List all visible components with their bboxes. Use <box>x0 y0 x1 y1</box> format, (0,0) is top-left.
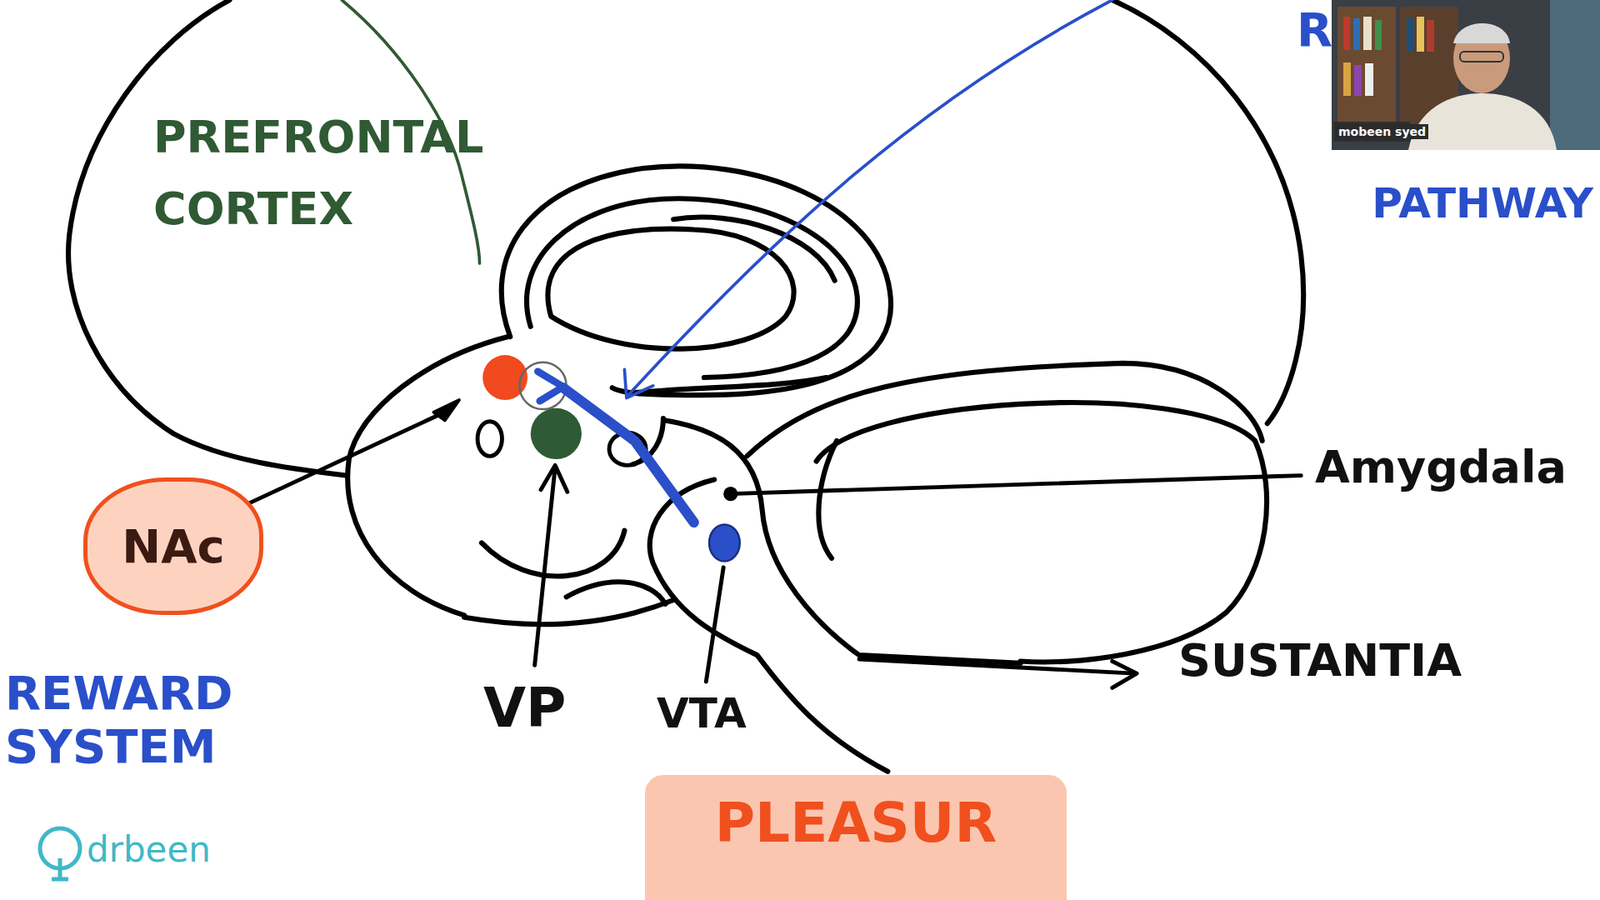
forebrain-base <box>464 600 674 625</box>
person-sweater <box>1408 93 1557 150</box>
region-label: PREFRONTAL CORTEX <box>153 101 504 246</box>
book <box>1416 16 1425 52</box>
limbic-loop <box>673 217 835 281</box>
leader-line <box>859 659 1135 674</box>
mesolimbic-pathway <box>563 387 695 523</box>
node-text: NAc <box>121 519 225 574</box>
person-head <box>1453 23 1510 94</box>
bookshelf <box>1337 6 1396 124</box>
limbic-loop <box>526 198 858 378</box>
window-light <box>1550 0 1600 150</box>
small-structure <box>477 421 502 457</box>
pathway-arrowhead <box>624 369 653 398</box>
section-heading: REWARD SYSTEM <box>5 666 247 775</box>
book <box>1365 63 1374 96</box>
limbic-loop <box>501 165 891 395</box>
book <box>1354 65 1362 96</box>
heading-fragment: R <box>1296 3 1333 57</box>
highlight-box: PLEASUR <box>645 775 1067 900</box>
person-hair <box>1453 23 1510 44</box>
hypothalamus-arc <box>566 581 666 605</box>
book <box>1375 20 1382 50</box>
thalamus-shape <box>547 229 794 350</box>
vta-structure <box>709 524 740 561</box>
book <box>1363 16 1372 50</box>
structure-label: VTA <box>656 690 747 739</box>
leader-line <box>705 567 724 682</box>
callout-blob: NAc <box>83 477 264 615</box>
vp-structure <box>530 408 582 460</box>
structure-label: SUSTANTIA <box>1178 635 1462 687</box>
brainstem-outline <box>650 480 889 772</box>
leader-arrowhead <box>1112 660 1137 688</box>
book <box>1426 20 1435 52</box>
temporal-outline <box>746 363 1262 456</box>
glasses <box>1460 51 1504 62</box>
leader-arrowhead <box>540 465 568 492</box>
book <box>1343 62 1351 96</box>
book <box>1406 18 1415 52</box>
leader-line <box>730 475 1302 495</box>
structure-label: VP <box>483 676 566 740</box>
cerebrum-outline <box>68 0 347 476</box>
node-text: PLEASUR <box>715 790 998 855</box>
leader-line <box>242 410 449 506</box>
cerebellum-outline <box>816 402 1268 662</box>
pathway-arrowhead <box>537 371 564 402</box>
structure-label: Amygdala <box>1315 441 1567 494</box>
leader-arrowhead <box>433 400 460 420</box>
watermark: drbeen <box>86 830 211 870</box>
leader-dot <box>723 486 738 501</box>
video-name-tag: mobeen syed <box>1335 124 1429 140</box>
mesocortical-pathway <box>627 0 1113 396</box>
book <box>1353 18 1360 50</box>
leader-line <box>535 467 555 666</box>
book <box>1343 16 1350 50</box>
highlight-ring <box>519 362 566 410</box>
cerebrum-outline <box>1112 0 1304 424</box>
brainstem-outline <box>665 420 1020 663</box>
section-heading: PATHWAY <box>1371 180 1594 229</box>
video-frame <box>1331 0 1600 150</box>
logo-icon <box>51 858 69 880</box>
fornix-line <box>632 377 827 393</box>
cerebellum-outline <box>818 440 837 559</box>
hypothalamus-arc <box>481 530 625 577</box>
